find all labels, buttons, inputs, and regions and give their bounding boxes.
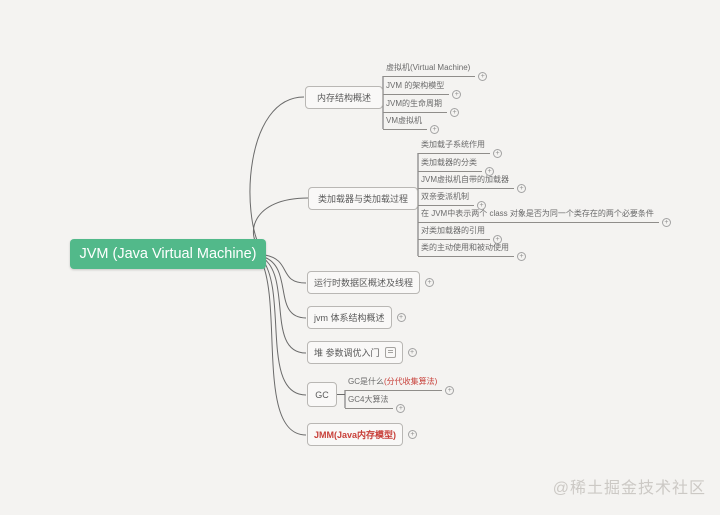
expand-toggle-icon[interactable]: + bbox=[407, 348, 417, 357]
subtopic-label[interactable]: GC是什么(分代收集算法) bbox=[345, 374, 443, 391]
subtopic-classloader-reference[interactable]: 对类加载器的引用 + bbox=[418, 223, 502, 244]
topic-label[interactable]: JMM(Java内存模型) bbox=[307, 423, 404, 446]
subtopic-label[interactable]: JVM的生命周期 bbox=[383, 96, 447, 113]
expand-toggle-icon[interactable]: + bbox=[430, 125, 439, 134]
subtopic-active-passive-use[interactable]: 类的主动使用和被动使用 + bbox=[418, 240, 526, 261]
subtopic-label[interactable]: 类加载器的分类 bbox=[418, 155, 482, 172]
topic-runtime-data-area[interactable]: 运行时数据区概述及线程 + bbox=[307, 271, 435, 294]
expand-toggle-icon[interactable]: + bbox=[450, 108, 459, 117]
expand-toggle-icon[interactable]: + bbox=[425, 278, 435, 287]
subtopic-builtin-loaders[interactable]: JVM虚拟机自带的加载器 + bbox=[418, 172, 526, 193]
expand-toggle-icon[interactable]: + bbox=[661, 218, 671, 227]
topic-label-text: 堆 参数调优入门 bbox=[314, 348, 380, 358]
subtopic-label-highlight: (分代收集算法) bbox=[384, 377, 438, 386]
branch-connector bbox=[263, 256, 307, 319]
subtopic-label[interactable]: 类的主动使用和被动使用 bbox=[418, 240, 514, 257]
expand-toggle-icon[interactable]: + bbox=[517, 252, 526, 261]
expand-toggle-icon[interactable]: + bbox=[396, 313, 406, 322]
watermark: @稀土掘金技术社区 bbox=[552, 480, 706, 497]
expand-toggle-icon[interactable]: + bbox=[485, 167, 494, 176]
expand-toggle-icon[interactable]: + bbox=[478, 72, 488, 81]
branch-connector bbox=[261, 258, 307, 396]
subtopic-jvm-lifecycle[interactable]: JVM的生命周期 + bbox=[383, 96, 459, 117]
branch-connector bbox=[249, 96, 305, 252]
subtopic-label[interactable]: 双亲委派机制 bbox=[418, 189, 474, 206]
expand-toggle-icon[interactable]: + bbox=[396, 404, 406, 413]
expand-toggle-icon[interactable]: + bbox=[477, 201, 486, 210]
topic-jvm-architecture-overview[interactable]: jvm 体系结构概述 + bbox=[307, 306, 406, 329]
root-topic-jvm[interactable]: JVM (Java Virtual Machine) bbox=[70, 239, 266, 269]
subtopic-parent-delegation[interactable]: 双亲委派机制 + bbox=[418, 189, 486, 210]
topic-jmm[interactable]: JMM(Java内存模型) + bbox=[307, 423, 418, 446]
subtopic-classloader-types[interactable]: 类加载器的分类 + bbox=[418, 155, 494, 176]
subtopic-label-text: GC是什么 bbox=[348, 377, 384, 386]
expand-toggle-icon[interactable]: + bbox=[452, 90, 462, 99]
subtopic-classloading-subsystem-role[interactable]: 类加载子系统作用 + bbox=[418, 137, 502, 158]
note-icon[interactable] bbox=[384, 347, 396, 358]
topic-gc[interactable]: GC bbox=[307, 382, 337, 407]
expand-toggle-icon[interactable]: + bbox=[493, 149, 502, 158]
branch-connector bbox=[264, 254, 307, 284]
subtopic-label[interactable]: 类加载子系统作用 bbox=[418, 137, 490, 154]
subtopic-label[interactable]: JVM虚拟机自带的加载器 bbox=[418, 172, 514, 189]
subtopic-label[interactable]: VM虚拟机 bbox=[383, 113, 427, 130]
expand-toggle-icon[interactable]: + bbox=[493, 235, 502, 244]
subtopic-label[interactable]: 对类加载器的引用 bbox=[418, 223, 490, 240]
subtopic-label[interactable]: GC4大算法 bbox=[345, 392, 394, 409]
topic-label[interactable]: jvm 体系结构概述 bbox=[307, 306, 392, 329]
subtopic-jvm-architecture-model[interactable]: JVM 的架构模型 + bbox=[383, 78, 462, 99]
subtopic-same-class-conditions[interactable]: 在 JVM中表示两个 class 对象是否为同一个类存在的两个必要条件 + bbox=[418, 206, 671, 227]
subtopic-virtual-machine[interactable]: 虚拟机(Virtual Machine) + bbox=[383, 60, 488, 81]
topic-heap-tuning-intro[interactable]: 堆 参数调优入门 + bbox=[307, 341, 417, 364]
subtopic-label[interactable]: JVM 的架构模型 bbox=[383, 78, 450, 95]
topic-memory-structure[interactable]: 内存结构概述 bbox=[305, 86, 383, 109]
topic-classloader-process[interactable]: 类加载器与类加载过程 bbox=[308, 187, 418, 210]
subtopic-gc-4-algorithms[interactable]: GC4大算法 + bbox=[345, 392, 406, 413]
expand-toggle-icon[interactable]: + bbox=[408, 430, 418, 439]
subtopic-gc-what-is[interactable]: GC是什么(分代收集算法) + bbox=[345, 374, 455, 395]
branch-connector bbox=[260, 259, 307, 436]
expand-toggle-icon[interactable]: + bbox=[445, 386, 455, 395]
branch-connector bbox=[262, 257, 307, 354]
topic-label[interactable]: 运行时数据区概述及线程 bbox=[307, 271, 421, 294]
subtopic-label[interactable]: 虚拟机(Virtual Machine) bbox=[383, 60, 476, 77]
topic-label[interactable]: 堆 参数调优入门 bbox=[307, 341, 403, 364]
subtopic-label[interactable]: 在 JVM中表示两个 class 对象是否为同一个类存在的两个必要条件 bbox=[418, 206, 659, 223]
expand-toggle-icon[interactable]: + bbox=[517, 184, 526, 193]
subtopic-vm[interactable]: VM虚拟机 + bbox=[383, 113, 439, 134]
